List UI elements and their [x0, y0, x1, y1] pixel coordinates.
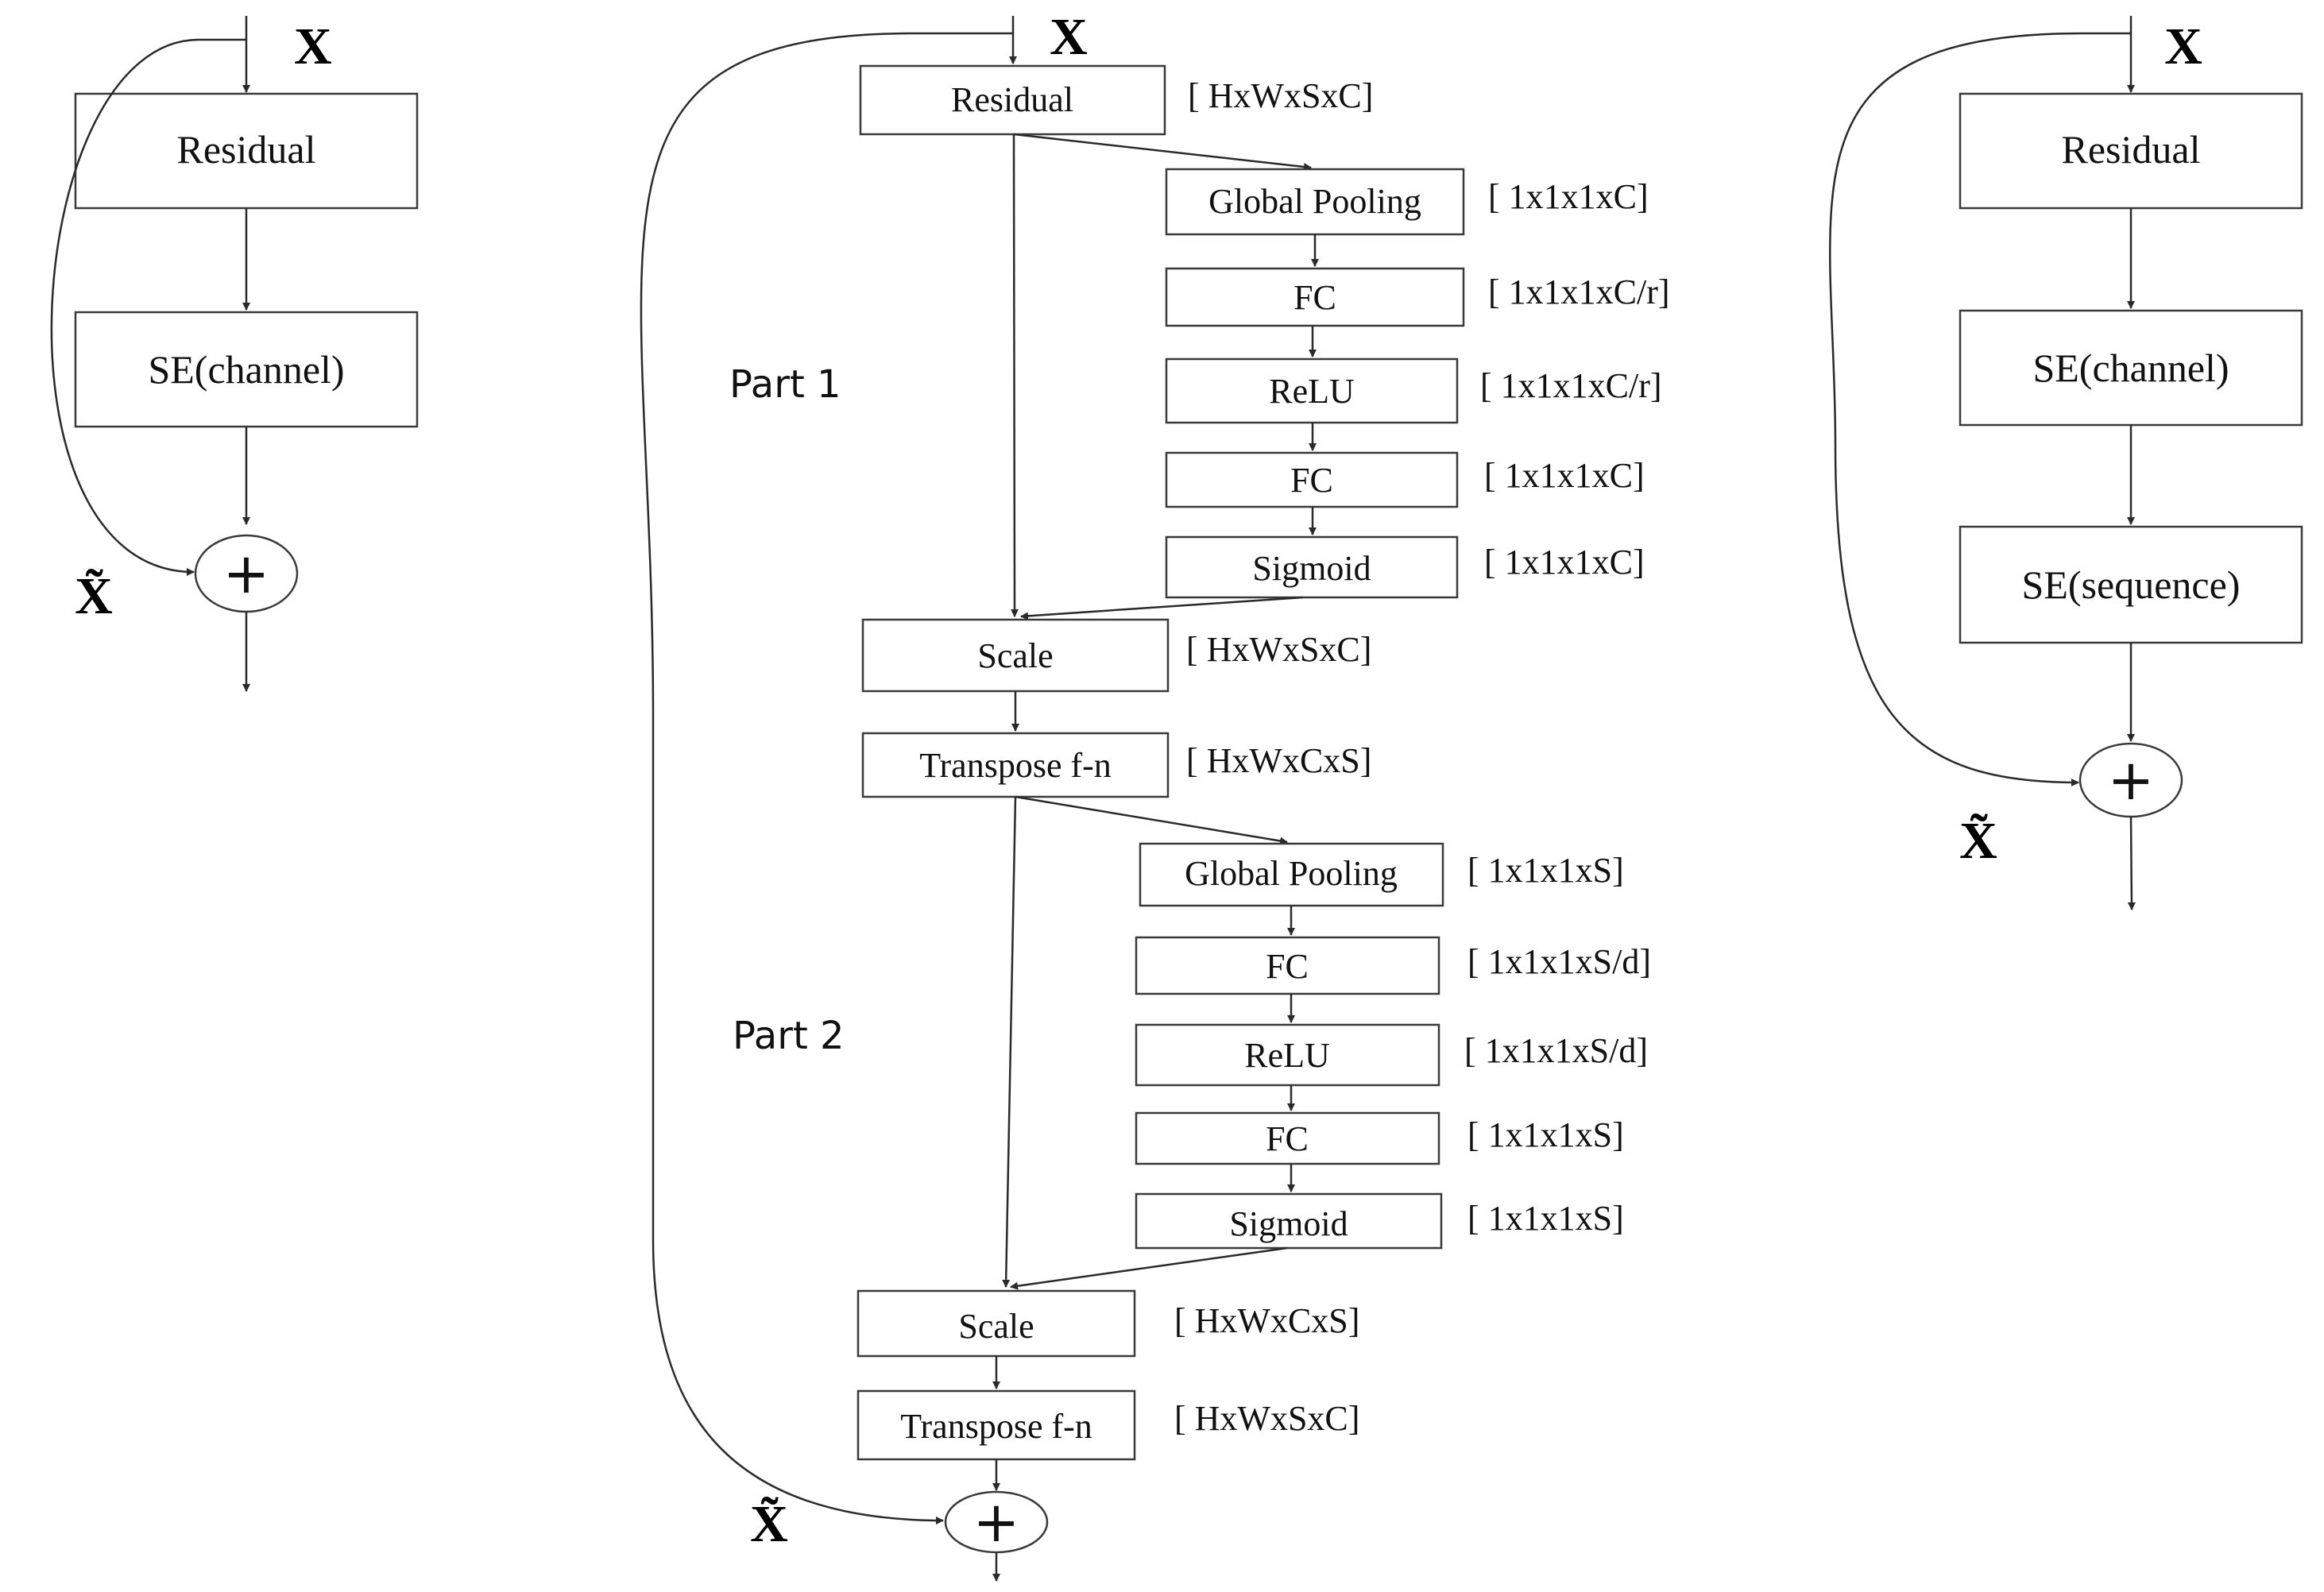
plus-symbol: + [2108, 748, 2155, 813]
residual-node [1959, 92, 2303, 210]
relu-label: ReLU [1269, 372, 1355, 411]
fc-node [1135, 936, 1440, 995]
part1-label: Part 1 [729, 362, 841, 407]
residual-node [859, 64, 1166, 136]
sigmoid-label: Sigmoid [1229, 1204, 1348, 1243]
plus-symbol: + [973, 1490, 1020, 1555]
output-arrow [2127, 816, 2136, 910]
residual-label: Residual [2062, 127, 2201, 172]
part2-label: Part 2 [733, 1014, 845, 1058]
fc-node [1165, 451, 1459, 508]
output-label: X̃ [750, 1495, 788, 1553]
global-pooling-node [1139, 842, 1444, 907]
fc-dim: [ 1x1x1xS/d] [1467, 942, 1651, 981]
relu-label: ReLU [1244, 1036, 1330, 1075]
transpose-dim: [ HxWxCxS] [1186, 741, 1371, 780]
fc-label: FC [1290, 461, 1333, 500]
global-pooling-dim: [ 1x1x1xS] [1467, 851, 1624, 890]
residual-label: Residual [177, 127, 316, 172]
transpose-node [861, 732, 1170, 798]
fc-node [1135, 1111, 1440, 1165]
sigmoid-label: Sigmoid [1252, 549, 1371, 588]
sigmoid-dim: [ 1x1x1xS] [1467, 1199, 1624, 1238]
diagram-c: X Residual SE(channel) SE(sequence) + X̃ [1828, 16, 2303, 910]
skip-connection [50, 38, 246, 576]
global-pooling-label: Global Pooling [1185, 854, 1398, 893]
se-sequence-node [1959, 525, 2303, 644]
plus-symbol: + [223, 541, 270, 606]
output-label: X̃ [75, 567, 113, 625]
input-label: X [2164, 17, 2202, 75]
relu-dim: [ 1x1x1xC/r] [1480, 366, 1662, 405]
fc-label: FC [1266, 1119, 1309, 1158]
transpose-dim: [ HxWxSxC] [1174, 1399, 1359, 1438]
skip-connection [1828, 32, 2131, 786]
fc-node [1165, 267, 1465, 327]
scale-label: Scale [977, 636, 1053, 675]
scale-node [857, 1289, 1136, 1358]
fc-dim: [ 1x1x1xS] [1467, 1115, 1624, 1154]
sigmoid-dim: [ 1x1x1xC] [1484, 543, 1645, 582]
scale-dim: [ HxWxCxS] [1174, 1301, 1359, 1340]
se-channel-node [1959, 309, 2303, 427]
se-channel-label: SE(channel) [148, 347, 344, 392]
scale-dim: [ HxWxSxC] [1186, 630, 1371, 669]
input-label: X [1050, 8, 1088, 66]
scale-label: Scale [958, 1307, 1034, 1346]
input-label: X [294, 17, 332, 75]
output-label: X̃ [1959, 812, 1997, 870]
global-pooling-dim: [ 1x1x1xC] [1488, 177, 1649, 216]
scale-node [861, 618, 1170, 693]
sigmoid-node [1135, 1192, 1443, 1250]
gate-arrow [1020, 596, 1304, 620]
fc-dim: [ 1x1x1xC/r] [1488, 272, 1670, 311]
sigmoid-node [1165, 535, 1459, 599]
se-sequence-label: SE(sequence) [2022, 562, 2241, 607]
trunk-arrow [1002, 796, 1017, 1288]
transpose-label: Transpose f-n [900, 1407, 1092, 1446]
se-channel-label: SE(channel) [2032, 346, 2229, 390]
relu-node [1135, 1023, 1440, 1087]
residual-label: Residual [951, 80, 1073, 119]
fc-label: FC [1266, 947, 1309, 986]
fc-label: FC [1293, 278, 1336, 317]
fc-dim: [ 1x1x1xC] [1484, 456, 1645, 495]
residual-dim: [ HxWxSxC] [1188, 76, 1373, 115]
diagram-b: X Residual [ HxWxSxC] Part 1 Global Pool… [640, 8, 1670, 1582]
relu-dim: [ 1x1x1xS/d] [1464, 1031, 1648, 1070]
global-pooling-label: Global Pooling [1208, 182, 1421, 221]
transpose-node [857, 1389, 1136, 1461]
relu-node [1165, 357, 1459, 424]
se-channel-node [74, 311, 419, 428]
branch-arrow [1013, 133, 1312, 171]
diagram-a: X Residual SE(channel) + X̃ [50, 16, 419, 692]
branch-arrow [1015, 795, 1288, 845]
trunk-arrow [1010, 133, 1019, 617]
skip-connection [640, 32, 1013, 1524]
transpose-label: Transpose f-n [919, 746, 1112, 785]
gate-arrow [1010, 1246, 1288, 1290]
